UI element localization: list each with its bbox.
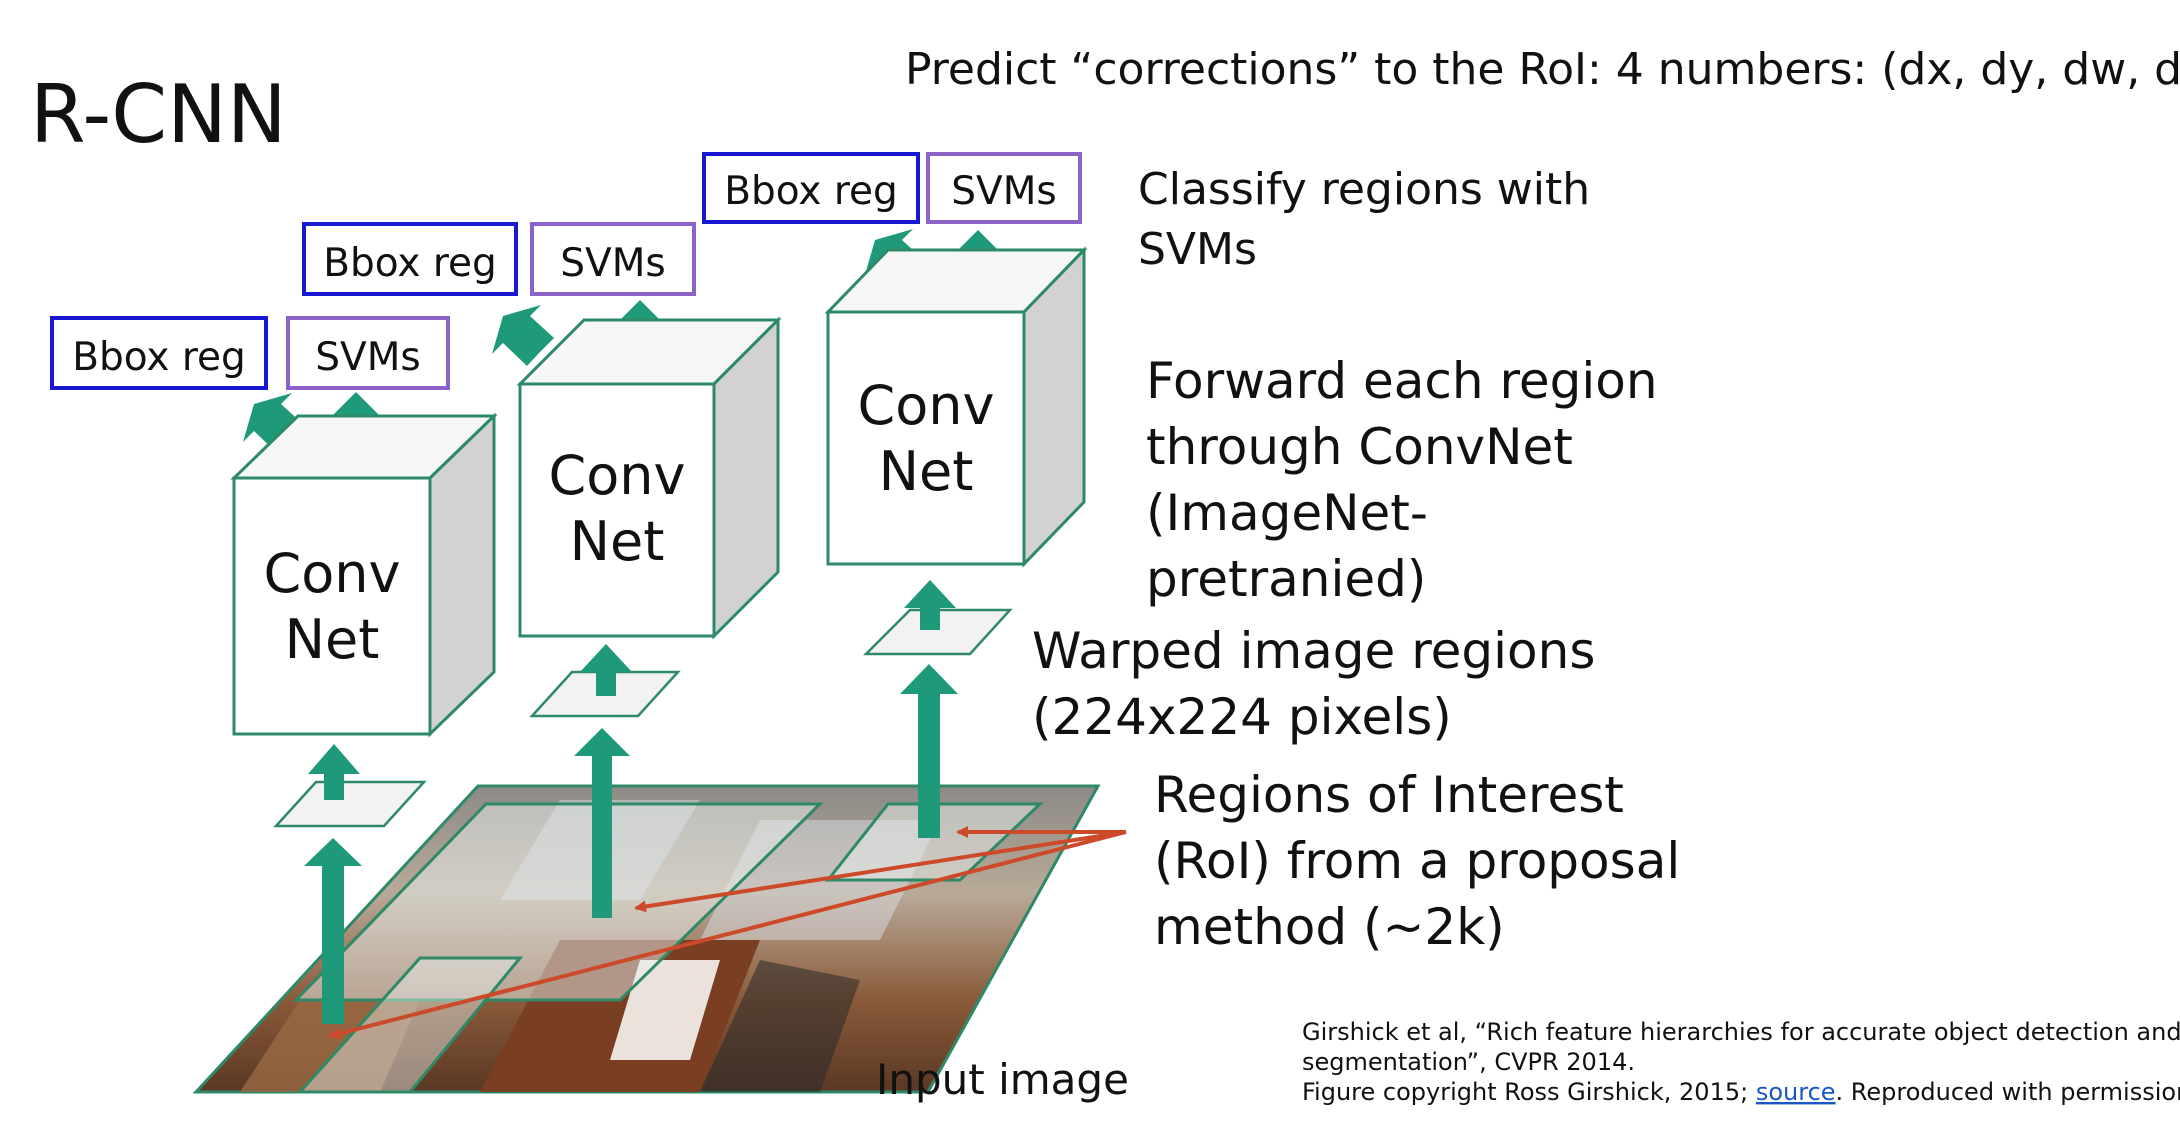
bbox-reg-label-2: Bbox reg [323,241,497,286]
forward-line-4: pretranied) [1146,550,1426,608]
forward-line-3: (ImageNet- [1146,484,1428,542]
citation-prefix: Figure copyright Ross Girshick, 2015; [1302,1078,1756,1106]
citation-suffix: . Reproduced with permission. [1836,1078,2180,1106]
forward-line-1: Forward each region [1146,352,1658,410]
warped-line-1: Warped image regions [1032,622,1595,680]
convnet-cube-2 [516,316,782,640]
classify-line-2: SVMs [1138,224,1257,275]
output-boxes-3 [702,152,1082,224]
bbox-reg-label-1: Bbox reg [72,335,246,380]
rois-line-3: method (~2k) [1154,898,1505,956]
forward-line-2: through ConvNet [1146,418,1573,476]
roi-region-overlays [292,802,1044,1094]
convnet-cube-3 [824,246,1088,568]
convnet-1-label-line1: Conv [264,542,401,605]
warped-line-2: (224x224 pixels) [1032,688,1452,746]
citation-line-1: Girshick et al, “Rich feature hierarchie… [1302,1018,2180,1046]
top-note: Predict “corrections” to the RoI: 4 numb… [905,44,2180,95]
convnet-1-label-line2: Net [285,608,380,671]
convnet-2-label-line1: Conv [549,444,686,507]
roi-pointer-arrows [328,826,1127,1040]
svms-label-3: SVMs [951,169,1056,214]
svms-label-1: SVMs [315,335,420,380]
rois-line-1: Regions of Interest [1154,766,1624,824]
bbox-reg-label-3: Bbox reg [724,169,898,214]
rois-line-2: (RoI) from a proposal [1154,832,1680,890]
input-image-label: Input image [876,1055,1129,1104]
convnet-2-label-line2: Net [570,510,665,573]
classify-line-1: Classify regions with [1138,164,1590,215]
output-boxes-2 [302,222,696,296]
page-title: R-CNN [30,68,287,161]
source-link[interactable]: source [1756,1078,1836,1106]
convnet-3-label-line1: Conv [858,374,995,437]
convnet-3-label-line2: Net [879,440,974,503]
citation-line-2: segmentation”, CVPR 2014. [1302,1048,1635,1076]
citation-line-3: Figure copyright Ross Girshick, 2015; so… [1302,1078,2180,1106]
convnet-cube-1 [230,412,498,738]
svms-label-2: SVMs [560,241,665,286]
output-boxes-1 [50,316,450,390]
